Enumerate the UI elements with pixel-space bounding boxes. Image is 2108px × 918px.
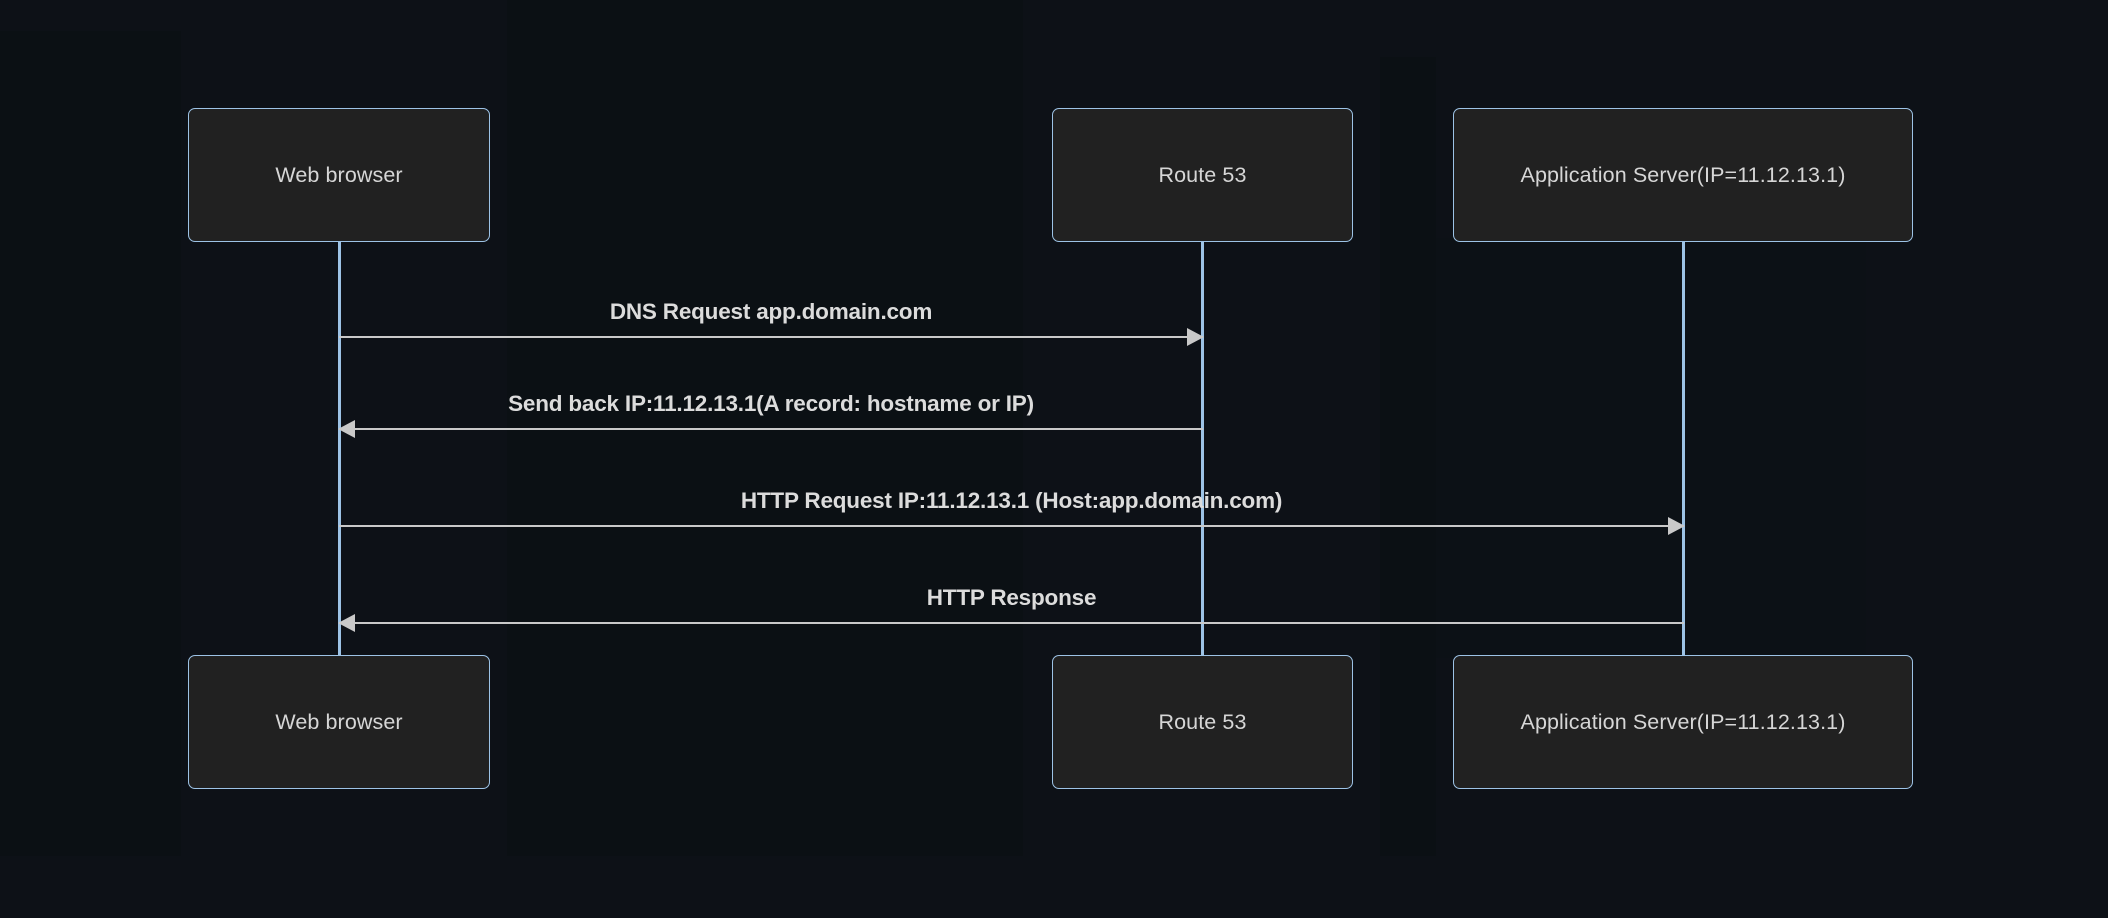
message-label-1: DNS Request app.domain.com (609, 299, 933, 324)
message-line-2 (339, 428, 1203, 430)
arrowhead-left-icon (338, 614, 355, 632)
participant-box-appserver-bottom[interactable]: Application Server(IP=11.12.13.1) (1453, 655, 1913, 789)
message-label-4: HTTP Response (926, 585, 1097, 610)
arrowhead-left-icon (338, 420, 355, 438)
message-line-4 (339, 622, 1684, 624)
message-line-3 (339, 525, 1684, 527)
participant-label-browser-bottom: Web browser (275, 709, 403, 734)
participant-box-route53-bottom[interactable]: Route 53 (1052, 655, 1353, 789)
arrowhead-right-icon (1187, 328, 1204, 346)
participant-label-route53-bottom: Route 53 (1158, 709, 1247, 734)
participant-label-appserver-bottom: Application Server(IP=11.12.13.1) (1520, 709, 1846, 734)
background-panel (1380, 57, 1436, 856)
participant-label-browser-top: Web browser (275, 162, 403, 187)
participant-box-browser-top[interactable]: Web browser (188, 108, 490, 242)
participant-label-appserver-top: Application Server(IP=11.12.13.1) (1520, 162, 1846, 187)
arrowhead-right-icon (1668, 517, 1685, 535)
background-panel (0, 31, 181, 856)
participant-box-route53-top[interactable]: Route 53 (1052, 108, 1353, 242)
participant-box-browser-bottom[interactable]: Web browser (188, 655, 490, 789)
lifeline-route53 (1201, 242, 1204, 655)
message-line-1 (339, 336, 1203, 338)
participant-label-route53-top: Route 53 (1158, 162, 1247, 187)
participant-box-appserver-top[interactable]: Application Server(IP=11.12.13.1) (1453, 108, 1913, 242)
message-label-3: HTTP Request IP:11.12.13.1 (Host:app.dom… (740, 488, 1283, 513)
lifeline-browser (338, 242, 341, 655)
message-label-2: Send back IP:11.12.13.1(A record: hostna… (508, 391, 1034, 416)
